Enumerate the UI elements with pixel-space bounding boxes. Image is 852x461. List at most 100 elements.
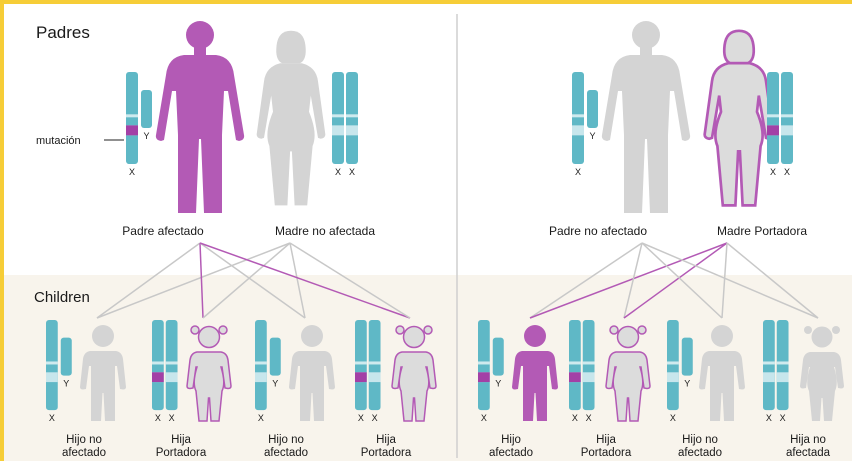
- right-child-1-y-letter: Y: [495, 379, 501, 389]
- right-child-1-x-chromosome: [478, 320, 490, 410]
- left-child-4-label-line1: Hija: [376, 434, 396, 446]
- right-child-3-y-letter: Y: [684, 379, 690, 389]
- left-child-3-label-line1: Hijo no: [268, 434, 304, 446]
- left-mother-x2-letter: X: [349, 167, 355, 177]
- right-mother-x1-chromosome-body: [767, 72, 779, 164]
- right-child-3-x-letter: X: [670, 413, 676, 423]
- left-child-4-x1-chromosome-centromere: [355, 361, 367, 364]
- left-mother-x2-chromosome: [346, 72, 358, 164]
- right-child-3-x-chromosome-centromere: [667, 361, 679, 364]
- right-child-3-y-chromosome: [682, 338, 693, 376]
- right-mother-x1-chromosome: [767, 72, 779, 164]
- left-child-2-x1-chromosome-body: [152, 320, 164, 410]
- right-child-3-x-chromosome-band: [667, 372, 679, 382]
- right-child-2-x1-chromosome: [569, 320, 581, 410]
- left-child-1-x-chromosome-body: [46, 320, 58, 410]
- right-child-3-label-line1: Hijo no: [682, 434, 718, 446]
- right-child-2-x2-letter: X: [586, 413, 592, 423]
- left-child-4-x2-chromosome-band: [369, 372, 381, 382]
- right-mother-x2-chromosome: [781, 72, 793, 164]
- right-mother-x1-chromosome-centromere: [767, 114, 779, 117]
- right-child-2-x2-chromosome-centromere: [583, 361, 595, 364]
- left-child-3-y-chromosome: [270, 338, 281, 376]
- right-mother-label: Madre Portadora: [717, 224, 807, 238]
- right-child-4-label-line2: afectada: [786, 447, 831, 459]
- left-child-3-x-chromosome-body: [255, 320, 267, 410]
- right-child-4-label-line1: Hija no: [790, 434, 826, 446]
- left-father-label: Padre afectado: [122, 224, 204, 238]
- left-father-x-letter: X: [129, 167, 135, 177]
- right-child-1-x-chromosome-body: [478, 320, 490, 410]
- left-child-1-x-chromosome-band: [46, 372, 58, 382]
- right-mother-x2-chromosome-centromere: [781, 114, 793, 117]
- left-mother-label: Madre no afectada: [275, 224, 375, 238]
- right-child-1-x-chromosome-centromere: [478, 361, 490, 364]
- left-child-4-mutation-mark: [355, 372, 367, 382]
- right-mother-x2-chromosome-body: [781, 72, 793, 164]
- right-mother-figure: [705, 31, 774, 206]
- right-child-1-y-chromosome-body: [493, 338, 504, 376]
- left-father-figure: [156, 21, 244, 213]
- left-child-1-label-line1: Hijo no: [66, 434, 102, 446]
- left-child-2-x2-letter: X: [169, 413, 175, 423]
- left-child-1-x-letter: X: [49, 413, 55, 423]
- left-child-4-x2-letter: X: [372, 413, 378, 423]
- left-child-4-x1-chromosome-body: [355, 320, 367, 410]
- right-child-1-label-line1: Hijo: [501, 434, 521, 446]
- left-mother-x1-letter: X: [335, 167, 341, 177]
- right-child-2-x1-letter: X: [572, 413, 578, 423]
- right-child-4-x2-letter: X: [780, 413, 786, 423]
- left-father-x-chromosome-centromere: [126, 114, 138, 117]
- right-child-1-y-chromosome: [493, 338, 504, 376]
- right-father-x-chromosome: [572, 72, 584, 164]
- right-child-4-x2-chromosome: [777, 320, 789, 410]
- left-child-2-x2-chromosome-body: [166, 320, 178, 410]
- left-child-4-x1-chromosome: [355, 320, 367, 410]
- left-child-4-x2-chromosome-body: [369, 320, 381, 410]
- right-child-2-x2-chromosome: [583, 320, 595, 410]
- left-child-1-y-chromosome-body: [61, 338, 72, 376]
- left-child-4-x2-chromosome: [369, 320, 381, 410]
- right-child-3-label-line2: afectado: [678, 447, 722, 459]
- left-child-2-mutation-mark: [152, 372, 164, 382]
- left-father-y-letter: Y: [143, 131, 149, 141]
- left-mother-x2-chromosome-band: [346, 125, 358, 135]
- left-child-3-label-line2: afectado: [264, 447, 308, 459]
- left-child-2-x1-chromosome-centromere: [152, 361, 164, 364]
- right-child-3-x-chromosome-body: [667, 320, 679, 410]
- left-mother-x1-chromosome-body: [332, 72, 344, 164]
- left-child-3-x-chromosome-centromere: [255, 361, 267, 364]
- right-child-4-x1-chromosome-centromere: [763, 361, 775, 364]
- left-father-x-chromosome: [126, 72, 138, 164]
- left-child-3-x-letter: X: [258, 413, 264, 423]
- left-child-2-x1-chromosome: [152, 320, 164, 410]
- left-father-x-chromosome-body: [126, 72, 138, 164]
- right-father-y-letter: Y: [589, 131, 595, 141]
- right-child-4-x1-chromosome-body: [763, 320, 775, 410]
- left-father-mutation-mark: [126, 125, 138, 135]
- right-child-4-x2-chromosome-centromere: [777, 361, 789, 364]
- right-father-label: Padre no afectado: [549, 224, 647, 238]
- left-child-3-y-letter: Y: [272, 379, 278, 389]
- left-father-y-chromosome: [141, 90, 152, 128]
- right-child-2-x2-chromosome-body: [583, 320, 595, 410]
- right-child-3-y-chromosome-body: [682, 338, 693, 376]
- right-child-2-x1-chromosome-body: [569, 320, 581, 410]
- left-child-2-x2-chromosome-band: [166, 372, 178, 382]
- right-mother-x1-letter: X: [770, 167, 776, 177]
- left-child-2-label-line2: Portadora: [156, 447, 207, 459]
- left-child-2-x2-chromosome: [166, 320, 178, 410]
- right-father-y-chromosome-body: [587, 90, 598, 128]
- left-child-1-y-letter: Y: [63, 379, 69, 389]
- right-child-2-label-line2: Portadora: [581, 447, 632, 459]
- right-child-1-mutation-mark: [478, 372, 490, 382]
- right-father-x-chromosome-band: [572, 125, 584, 135]
- right-child-4-x2-chromosome-body: [777, 320, 789, 410]
- left-child-1-x-chromosome-centromere: [46, 361, 58, 364]
- left-mother-x1-chromosome-centromere: [332, 114, 344, 117]
- left-child-2-x2-chromosome-centromere: [166, 361, 178, 364]
- right-mother-mutation-mark: [767, 125, 779, 135]
- left-mother-x1-chromosome-band: [332, 125, 344, 135]
